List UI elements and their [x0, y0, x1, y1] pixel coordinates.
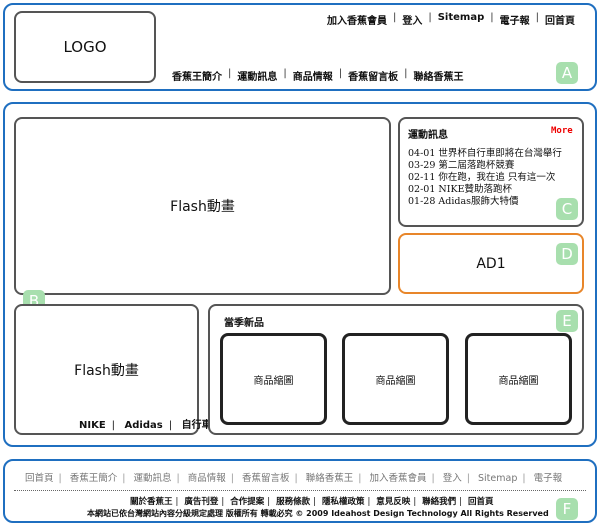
nav-item-products[interactable]: 商品情報 [292, 72, 333, 83]
section-badge-f: F [556, 498, 578, 520]
footer-nav-sports-news[interactable]: 運動訊息 [133, 473, 172, 484]
top-link-join[interactable]: 加入香蕉會員 [326, 16, 387, 27]
nav-item-guestbook[interactable]: 香蕉留言板 [348, 72, 399, 83]
product-thumbnail-label: 商品縮圖 [253, 375, 294, 387]
footer-link-privacy[interactable]: 隱私權政策 [321, 497, 365, 507]
logo[interactable]: LOGO [14, 11, 156, 83]
flash-small[interactable]: Flash動畫 [14, 304, 199, 435]
logo-text: LOGO [63, 38, 107, 56]
footer-divider [14, 490, 586, 491]
nav-item-contact[interactable]: 聯絡香蕉王 [413, 72, 464, 83]
top-link-sitemap[interactable]: Sitemap [437, 12, 485, 23]
footer-nav-contact[interactable]: 聯絡香蕉王 [305, 473, 354, 484]
footer-nav-home[interactable]: 回首頁 [25, 473, 54, 484]
flash-small-label: Flash動畫 [74, 362, 139, 379]
footer-link-feedback[interactable]: 意見反映 [376, 497, 411, 507]
footer-nav-join[interactable]: 加入香蕉會員 [369, 473, 427, 484]
brand-link-nike[interactable]: NIKE [79, 420, 106, 431]
brand-link-bicycle[interactable]: 自行車 [181, 420, 212, 431]
footer-link-advertise[interactable]: 廣告刊登 [184, 497, 219, 507]
footer-link-terms[interactable]: 服務條款 [276, 497, 311, 507]
footer-link-partnership[interactable]: 合作提案 [230, 497, 265, 507]
products-title: 當季新品 [224, 318, 264, 329]
news-item[interactable]: 02-11 你在跑，我在追 只有這一次 [408, 172, 556, 183]
footer-nav: 回首頁| 香蕉王簡介| 運動訊息| 商品情報| 香蕉留言板| 聯絡香蕉王| 加入… [25, 473, 563, 484]
footer-nav-newsletter[interactable]: 電子報 [533, 473, 563, 484]
footer-section [3, 459, 597, 523]
footer-nav-about[interactable]: 香蕉王簡介 [69, 473, 118, 484]
news-item[interactable]: 04-01 世界杯自行車即將在台灣舉行 [408, 148, 562, 159]
nav-item-sports-news[interactable]: 運動訊息 [237, 72, 278, 83]
ad-label: AD1 [476, 255, 506, 272]
copyright-text: 本網站已依台灣網站內容分級規定處理 版權所有 轉載必究 © 2009 Ideah… [87, 509, 549, 518]
top-links: 加入香蕉會員| 登入| Sitemap| 電子報| 回首頁 [326, 12, 575, 27]
footer-link-contact[interactable]: 聯絡我們 [422, 497, 457, 507]
product-thumbnail[interactable]: 商品縮圖 [342, 333, 449, 425]
product-thumbnail[interactable]: 商品縮圖 [465, 333, 572, 425]
nav-item-about[interactable]: 香蕉王簡介 [172, 72, 222, 83]
footer-link-home[interactable]: 回首頁 [468, 497, 494, 507]
news-more-link[interactable]: More [551, 126, 573, 136]
product-thumbnail-label: 商品縮圖 [375, 375, 416, 387]
product-thumbnail-label: 商品縮圖 [498, 375, 539, 387]
news-item[interactable]: 01-28 Adidas服飾大特價 [408, 196, 519, 207]
footer-nav-guestbook[interactable]: 香蕉留言板 [242, 473, 290, 484]
news-box [398, 117, 584, 227]
footer-link-about[interactable]: 關於香蕉王 [130, 497, 173, 507]
footer-nav-login[interactable]: 登入 [442, 473, 462, 484]
news-list: 04-01 世界杯自行車即將在台灣舉行 03-29 第二屆落跑杯競賽 02-11… [408, 148, 562, 208]
section-badge-e: E [556, 310, 578, 332]
top-link-newsletter[interactable]: 電子報 [499, 16, 530, 27]
main-nav: 香蕉王簡介| 運動訊息| 商品情報| 香蕉留言板| 聯絡香蕉王 [172, 68, 464, 83]
footer-links: 關於香蕉王| 廣告刊登| 合作提案| 服務條款| 隱私權政策| 意見反映| 聯絡… [130, 497, 494, 507]
news-item[interactable]: 02-01 NIKE贊助落跑杯 [408, 184, 513, 195]
top-link-login[interactable]: 登入 [402, 16, 423, 27]
flash-banner[interactable]: Flash動畫 [14, 117, 391, 295]
section-badge-c: C [556, 198, 578, 220]
top-link-home[interactable]: 回首頁 [545, 16, 575, 27]
news-title: 運動訊息 [408, 130, 448, 141]
ad-box[interactable]: AD1 [398, 233, 584, 294]
section-badge-a: A [556, 62, 578, 84]
brand-link-adidas[interactable]: Adidas [124, 420, 163, 431]
flash-banner-label: Flash動畫 [170, 199, 235, 215]
news-item[interactable]: 03-29 第二屆落跑杯競賽 [408, 160, 515, 171]
product-thumbnail[interactable]: 商品縮圖 [220, 333, 327, 425]
footer-nav-products[interactable]: 商品情報 [187, 473, 226, 484]
footer-nav-sitemap[interactable]: Sitemap [478, 473, 518, 484]
section-badge-d: D [556, 243, 578, 265]
brand-links: NIKE| Adidas| 自行車 [79, 420, 212, 431]
